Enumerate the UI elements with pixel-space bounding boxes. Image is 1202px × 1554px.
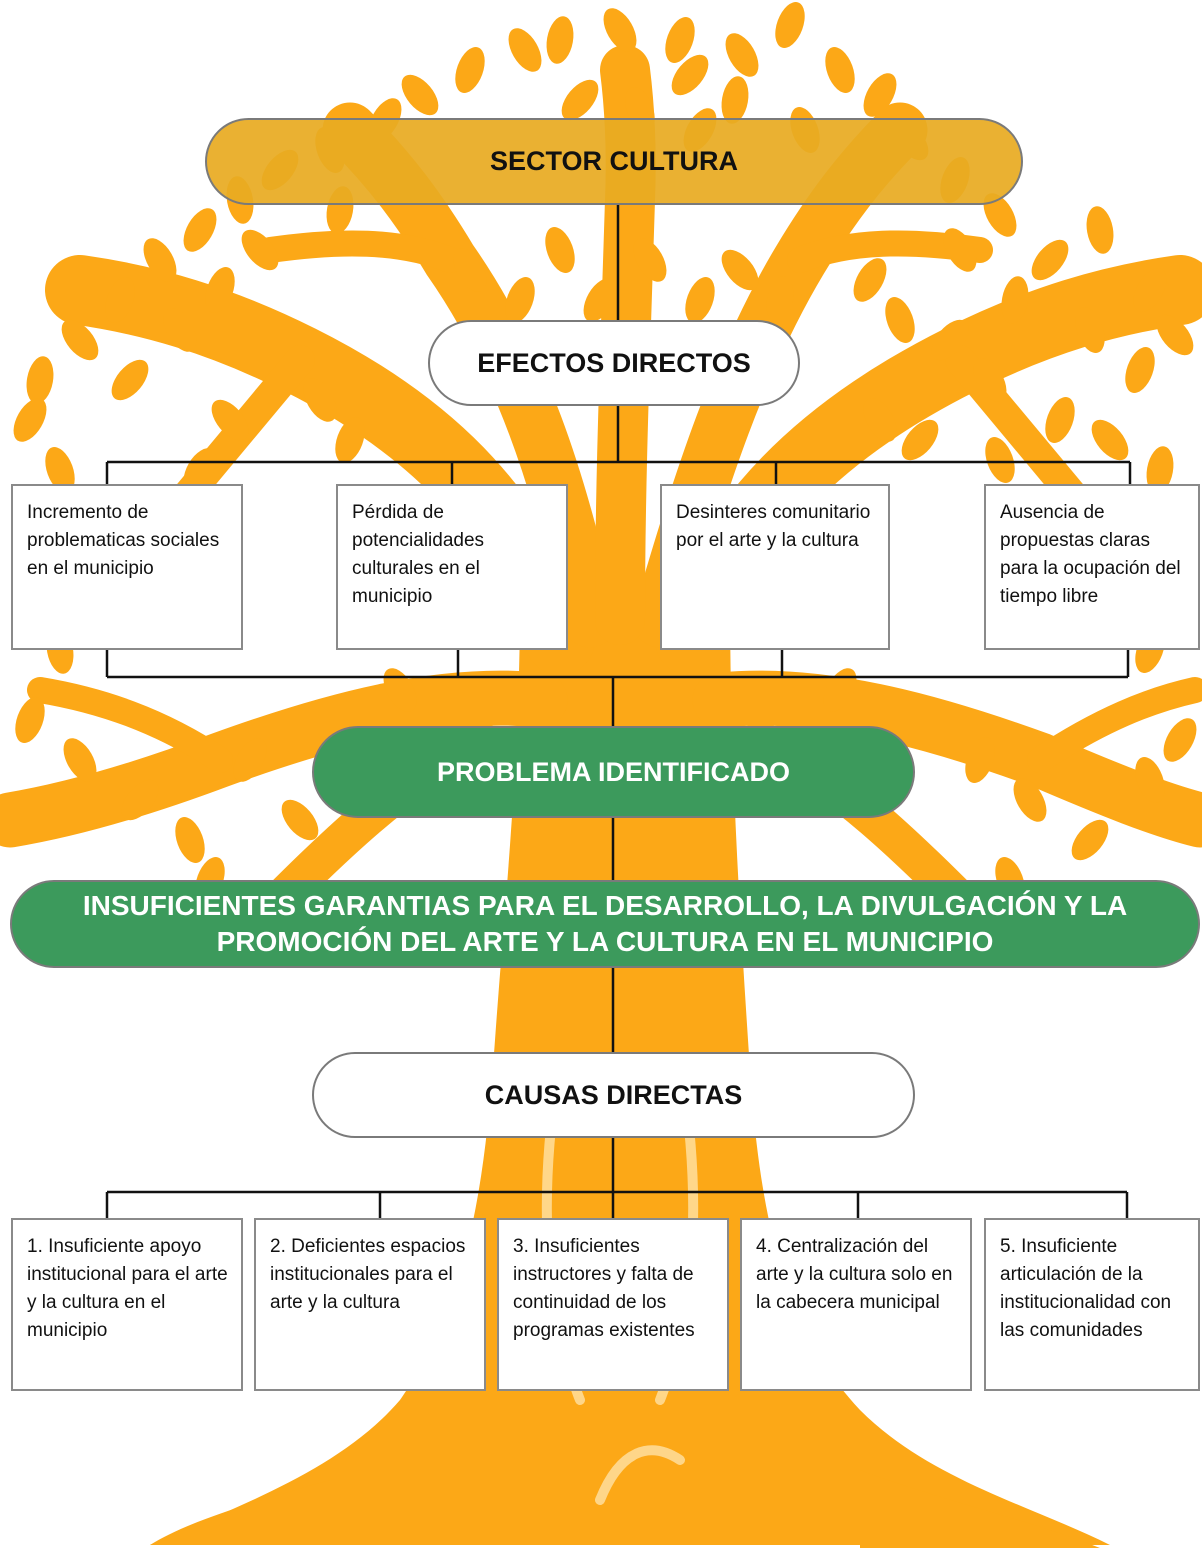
leaf-shape [183, 448, 217, 492]
leaf-shape [545, 227, 575, 273]
leaf-shape [183, 208, 217, 252]
leaf-shape [775, 2, 805, 48]
effect-text: Pérdida de potencialidades culturales en… [352, 502, 485, 607]
leaf-shape [455, 47, 485, 93]
leaf-shape [143, 238, 177, 282]
leaf-shape [973, 358, 1007, 402]
leaf-shape [853, 258, 887, 302]
leaf-shape [823, 668, 857, 712]
leaf-shape [546, 16, 574, 64]
leaf-shape [825, 47, 855, 93]
leaf-shape [1086, 206, 1114, 254]
leaf-shape [61, 319, 99, 361]
leaf-shape [1071, 819, 1109, 861]
leaf-shape [901, 419, 939, 461]
effect-text: Incremento de problematicas sociales en … [27, 502, 220, 579]
cause-text: 4. Centralización del arte y la cultura … [756, 1236, 953, 1313]
leaf-shape [863, 73, 897, 117]
problem-heading: PROBLEMA IDENTIFICADO [437, 756, 790, 787]
leaf-shape [1135, 757, 1165, 803]
leaf-shape [721, 76, 749, 124]
leaf-shape [685, 277, 715, 323]
leaf-shape [985, 437, 1015, 483]
leaf-shape [603, 8, 637, 52]
leaf-shape [505, 277, 535, 323]
leaf-shape [26, 356, 54, 404]
leaf-shape [725, 33, 759, 77]
leaf-shape [931, 319, 969, 361]
sector-title-banner: SECTOR CULTURA [205, 118, 1023, 205]
leaf-shape [111, 359, 149, 401]
leaf-shape [63, 738, 97, 782]
leaf-shape [205, 267, 235, 313]
effect-text: Desinteres comunitario por el arte y la … [676, 502, 871, 551]
sector-title: SECTOR CULTURA [490, 146, 738, 176]
effect-box-3: Desinteres comunitario por el arte y la … [660, 484, 890, 650]
leaf-shape [45, 447, 75, 493]
leaf-shape [1156, 314, 1194, 356]
leaf-shape [1091, 419, 1129, 461]
leaf-shape [13, 398, 47, 442]
leaf-shape [965, 737, 995, 783]
cause-box-5: 5. Insuficiente articulación de la insti… [984, 1218, 1200, 1391]
leaf-shape [583, 278, 617, 322]
cause-text: 3. Insuficientes instructores y falta de… [513, 1236, 695, 1341]
leaf-shape [211, 399, 249, 441]
cause-box-4: 4. Centralización del arte y la cultura … [740, 1218, 972, 1391]
cause-box-1: 1. Insuficiente apoyo institucional para… [11, 1218, 243, 1391]
leaf-shape [665, 17, 695, 63]
leaf-shape [885, 297, 915, 343]
leaf-shape [633, 238, 667, 282]
leaf-shape [163, 308, 197, 352]
leaf-shape [303, 378, 337, 422]
leaf-shape [453, 248, 487, 292]
leaf-shape [983, 193, 1017, 237]
cause-text: 2. Deficientes espacios institucionales … [270, 1236, 466, 1313]
leaf-shape [671, 54, 709, 96]
leaf-shape [105, 277, 135, 323]
effect-text: Ausencia de propuestas claras para la oc… [1000, 502, 1181, 607]
leaf-shape [1031, 239, 1069, 281]
leaf-shape [1125, 347, 1155, 393]
leaf-shape [508, 28, 542, 72]
leaf-shape [863, 398, 897, 442]
leaf-shape [1045, 397, 1075, 443]
leaf-shape [335, 417, 365, 463]
leaf-shape [1163, 718, 1197, 762]
effects-heading-banner: EFECTOS DIRECTOS [428, 320, 800, 406]
cause-text: 1. Insuficiente apoyo institucional para… [27, 1236, 228, 1341]
cause-box-3: 3. Insuficientes instructores y falta de… [497, 1218, 729, 1391]
leaf-shape [1146, 446, 1174, 494]
effect-box-1: Incremento de problematicas sociales en … [11, 484, 243, 650]
leaf-shape [401, 74, 439, 116]
effect-box-4: Ausencia de propuestas claras para la oc… [984, 484, 1200, 650]
leaf-shape [241, 229, 279, 271]
effect-box-2: Pérdida de potencialidades culturales en… [336, 484, 568, 650]
leaf-shape [721, 249, 759, 291]
effects-heading: EFECTOS DIRECTOS [477, 347, 751, 378]
leaf-shape [121, 779, 159, 821]
leaf-shape [15, 697, 45, 743]
leaf-shape [175, 817, 205, 863]
causes-heading: CAUSAS DIRECTAS [484, 1079, 743, 1110]
leaf-shape [1001, 276, 1029, 324]
leaf-shape [561, 79, 599, 121]
leaf-shape [943, 228, 977, 272]
problem-statement: INSUFICIENTES GARANTIAS PARA EL DESARROL… [82, 890, 1128, 957]
leaf-shape [383, 668, 417, 712]
cause-text: 5. Insuficiente articulación de la insti… [1000, 1236, 1172, 1341]
leaf-shape [1013, 778, 1047, 822]
causes-heading-banner: CAUSAS DIRECTAS [312, 1052, 915, 1138]
cause-box-2: 2. Deficientes espacios institucionales … [254, 1218, 486, 1391]
leaf-shape [233, 738, 267, 782]
leaf-shape [1133, 268, 1167, 312]
leaf-shape [766, 276, 794, 324]
leaf-shape [281, 799, 319, 841]
leaf-shape [1075, 307, 1105, 353]
problem-heading-banner: PROBLEMA IDENTIFICADO [312, 726, 915, 818]
problem-statement-banner: INSUFICIENTES GARANTIAS PARA EL DESARROL… [10, 880, 1200, 968]
